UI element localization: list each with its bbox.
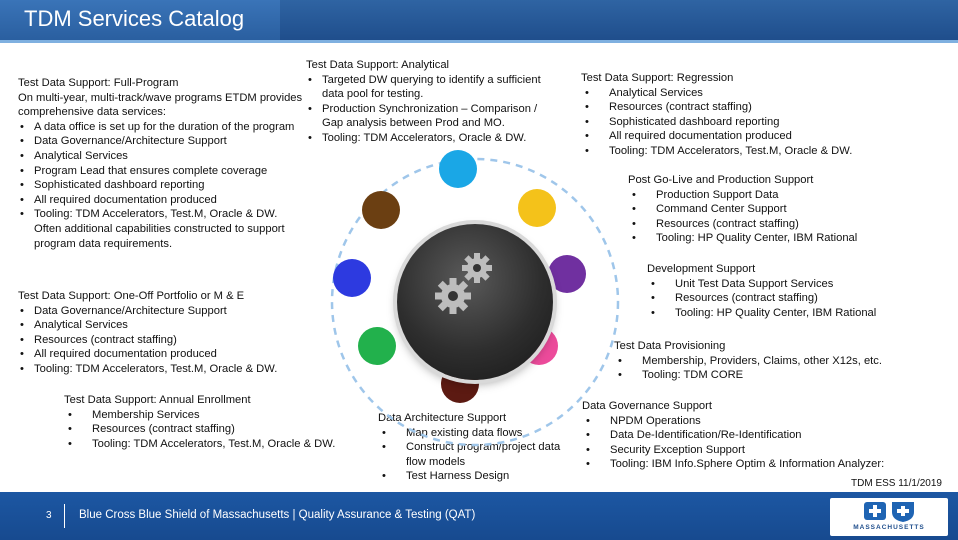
hub-circle [397, 224, 553, 380]
dashed-orbit [330, 157, 620, 447]
block-list: Analytical Services Resources (contract … [581, 86, 881, 159]
node-top-left [362, 191, 400, 229]
block-list: A data office is set up for the duration… [18, 120, 303, 222]
gears-icon [435, 253, 492, 314]
list-item: Tooling: IBM Info.Sphere Optim & Informa… [582, 457, 912, 472]
block-provisioning: Test Data Provisioning Membership, Provi… [614, 339, 914, 383]
logo-text: MASSACHUSETTS [853, 524, 925, 531]
block-regression: Test Data Support: Regression Analytical… [581, 71, 881, 159]
list-item: Analytical Services [581, 86, 881, 101]
list-item: Sophisticated dashboard reporting [581, 115, 881, 130]
list-item: Resources (contract staffing) [628, 217, 888, 232]
block-list: Data Governance/Architecture Support Ana… [18, 304, 308, 377]
list-item: Sophisticated dashboard reporting [18, 178, 303, 193]
list-item: Construct program/project data flow mode… [378, 440, 563, 469]
list-item: Security Exception Support [582, 443, 912, 458]
list-item: Unit Test Data Support Services [647, 277, 907, 292]
list-item: Tooling: TDM Accelerators, Test.M, Oracl… [64, 437, 364, 452]
list-item: Tooling: TDM CORE [614, 368, 914, 383]
block-development: Development Support Unit Test Data Suppo… [647, 262, 907, 320]
block-full-program: Test Data Support: Full-Program On multi… [18, 76, 303, 251]
node-left [333, 259, 371, 297]
page-number: 3 [46, 510, 52, 521]
page-title: TDM Services Catalog [24, 6, 245, 31]
block-title: Test Data Support: Full-Program [18, 77, 179, 89]
list-item: Data De-Identification/Re-Identification [582, 428, 912, 443]
block-one-off: Test Data Support: One-Off Portfolio or … [18, 289, 308, 377]
block-title: Test Data Support: Regression [581, 72, 734, 84]
block-title: Post Go-Live and Production Support [628, 174, 814, 186]
block-list: Unit Test Data Support Services Resource… [647, 277, 907, 321]
header-title-tab [0, 0, 280, 40]
block-title: Data Architecture Support [378, 412, 507, 424]
list-item: A data office is set up for the duration… [18, 120, 303, 135]
block-data-architecture: Data Architecture Support Map existing d… [378, 411, 563, 484]
block-title: Data Governance Support [582, 400, 712, 412]
node-top [439, 150, 477, 188]
list-item: Resources (contract staffing) [64, 422, 364, 437]
bcbs-cross-shield-icon [864, 502, 914, 522]
list-item: Resources (contract staffing) [581, 100, 881, 115]
list-item: All required documentation produced [18, 193, 303, 208]
list-item: All required documentation produced [581, 129, 881, 144]
header-bar: TDM Services Catalog [0, 0, 958, 43]
list-item: Data Governance/Architecture Support [18, 134, 303, 149]
footer-divider [64, 504, 65, 528]
footer-text: Blue Cross Blue Shield of Massachusetts … [79, 509, 476, 521]
footer-bar: 3 Blue Cross Blue Shield of Massachusett… [0, 492, 958, 540]
list-item: Command Center Support [628, 202, 888, 217]
list-item: Program Lead that ensures complete cover… [18, 164, 303, 179]
block-annual-enrollment: Test Data Support: Annual Enrollment Mem… [64, 393, 364, 451]
list-item: Resources (contract staffing) [647, 291, 907, 306]
block-list: Production Support Data Command Center S… [628, 188, 888, 246]
list-item: Membership, Providers, Claims, other X12… [614, 354, 914, 369]
list-item: Targeted DW querying to identify a suffi… [306, 73, 556, 102]
block-list: NPDM Operations Data De-Identification/R… [582, 414, 912, 472]
list-item: Production Support Data [628, 188, 888, 203]
block-list: Targeted DW querying to identify a suffi… [306, 73, 556, 146]
block-intro: On multi-year, multi-track/wave programs… [18, 91, 303, 119]
block-post-golive: Post Go-Live and Production Support Prod… [628, 173, 888, 246]
list-item: Map existing data flows [378, 426, 563, 441]
document-stamp: TDM ESS 11/1/2019 [851, 478, 942, 489]
list-item: Analytical Services [18, 318, 308, 333]
block-title: Test Data Support: Annual Enrollment [64, 394, 251, 406]
block-data-governance: Data Governance Support NPDM Operations … [582, 399, 912, 472]
block-title: Test Data Support: Analytical [306, 59, 450, 71]
list-item: Tooling: TDM Accelerators, Oracle & DW. [306, 131, 556, 146]
block-note: Often additional capabilities constructe… [34, 222, 285, 250]
block-list: Membership, Providers, Claims, other X12… [614, 354, 914, 383]
block-title: Test Data Support: One-Off Portfolio or … [18, 290, 245, 302]
list-item: NPDM Operations [582, 414, 912, 429]
block-analytical: Test Data Support: Analytical Targeted D… [306, 58, 556, 146]
list-item: Data Governance/Architecture Support [18, 304, 308, 319]
list-item: Test Harness Design [378, 469, 563, 484]
list-item: Analytical Services [18, 149, 303, 164]
list-item: Production Synchronization – Comparison … [306, 102, 556, 131]
list-item: Resources (contract staffing) [18, 333, 308, 348]
list-item: Tooling: TDM Accelerators, Test.M, Oracl… [18, 362, 308, 377]
list-item: All required documentation produced [18, 347, 308, 362]
list-item: Tooling: TDM Accelerators, Test.M, Oracl… [581, 144, 881, 159]
block-list: Map existing data flows Construct progra… [378, 426, 563, 484]
list-item: Tooling: HP Quality Center, IBM Rational [628, 231, 888, 246]
bcbs-logo: MASSACHUSETTS [830, 498, 948, 536]
list-item: Membership Services [64, 408, 364, 423]
block-list: Membership Services Resources (contract … [64, 408, 364, 452]
block-title: Test Data Provisioning [614, 340, 726, 352]
list-item: Tooling: HP Quality Center, IBM Rational [647, 306, 907, 321]
node-top-right [518, 189, 556, 227]
node-bottom-left [358, 327, 396, 365]
list-item: Tooling: TDM Accelerators, Test.M, Oracl… [18, 207, 303, 222]
node-right [548, 255, 586, 293]
block-title: Development Support [647, 263, 756, 275]
